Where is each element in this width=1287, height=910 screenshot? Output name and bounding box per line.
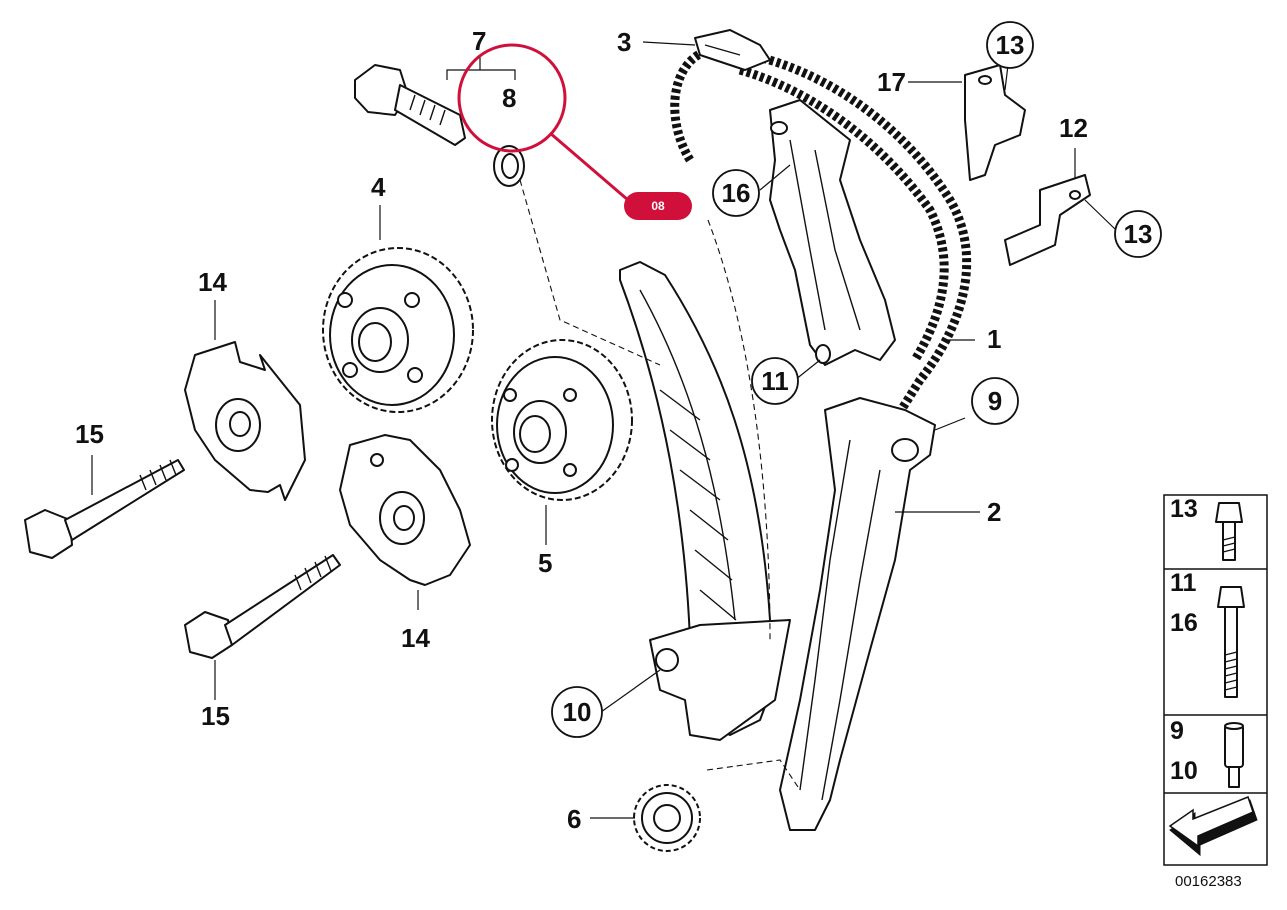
sensor-gear-upper[interactable] — [184, 341, 306, 501]
legend-panel: 13 11 16 9 10 — [1163, 494, 1268, 866]
svg-text:9: 9 — [988, 386, 1002, 416]
svg-text:11: 11 — [761, 366, 789, 396]
long-bolt-icon — [1217, 586, 1245, 698]
callout-13-upper[interactable]: 13 — [986, 21, 1034, 69]
highlight-marker[interactable]: 08 — [457, 43, 692, 220]
guide-rail-upper[interactable] — [694, 29, 771, 71]
highlight-circle — [457, 43, 567, 153]
legend-row3-label-a: 9 — [1170, 717, 1184, 745]
chain-guide-middle[interactable] — [769, 99, 896, 366]
callout-9[interactable]: 9 — [971, 377, 1019, 425]
timing-chain[interactable] — [670, 45, 972, 423]
highlight-leader — [549, 131, 629, 202]
callout-7[interactable]: 7 — [472, 26, 486, 56]
bracket-upper[interactable] — [964, 64, 1026, 181]
reference-number: 00162383 — [1175, 873, 1242, 890]
legend-row2-label-b: 16 — [1170, 609, 1198, 637]
callout-12[interactable]: 12 — [1059, 113, 1088, 143]
bracket-lower[interactable] — [1004, 174, 1091, 266]
callout-15-upper[interactable]: 15 — [75, 419, 104, 449]
sensor-gear-lower[interactable] — [339, 434, 471, 586]
callout-labels: 1 2 3 4 5 6 7 8 12 14 14 15 15 17 — [75, 26, 1088, 834]
short-bolt-icon — [1215, 502, 1243, 561]
vanos-adjuster-exhaust[interactable] — [491, 339, 633, 501]
view-direction-arrow-icon — [1168, 796, 1258, 857]
legend-row3-label-b: 10 — [1170, 757, 1198, 785]
legend-row2-label-a: 11 — [1170, 569, 1197, 597]
callout-11[interactable]: 11 — [751, 357, 799, 405]
highlight-badge[interactable] — [624, 192, 692, 220]
callout-5[interactable]: 5 — [538, 548, 552, 578]
callout-16[interactable]: 16 — [712, 169, 760, 217]
central-bolt[interactable] — [354, 64, 466, 146]
callout-17[interactable]: 17 — [877, 67, 906, 97]
callout-14-lower[interactable]: 14 — [401, 623, 430, 653]
svg-text:16: 16 — [722, 178, 751, 208]
pin-icon — [1224, 722, 1244, 788]
callout-15-lower[interactable]: 15 — [201, 701, 230, 731]
callout-1[interactable]: 1 — [987, 324, 1001, 354]
callout-4[interactable]: 4 — [371, 172, 386, 202]
svg-text:13: 13 — [1124, 219, 1153, 249]
callout-8[interactable]: 8 — [502, 83, 516, 113]
svg-text:10: 10 — [563, 697, 592, 727]
callout-10[interactable]: 10 — [551, 686, 603, 738]
washer[interactable] — [493, 145, 525, 187]
callout-14-upper[interactable]: 14 — [198, 267, 227, 297]
callout-circles: 13 13 16 11 9 10 — [551, 21, 1162, 738]
legend-row1-label: 13 — [1170, 495, 1198, 523]
vanos-adjuster-intake[interactable] — [322, 247, 474, 413]
bolt-lower[interactable] — [184, 554, 341, 659]
bolt-upper[interactable] — [24, 459, 185, 559]
callout-3[interactable]: 3 — [617, 27, 631, 57]
svg-text:13: 13 — [996, 30, 1025, 60]
crankshaft-sprocket[interactable] — [633, 784, 701, 852]
callout-6[interactable]: 6 — [567, 804, 581, 834]
highlight-badge-text: 08 — [651, 199, 665, 213]
tensioner-rail[interactable] — [619, 261, 791, 741]
callout-13-lower[interactable]: 13 — [1114, 210, 1162, 258]
callout-2[interactable]: 2 — [987, 497, 1001, 527]
chain-guide-lower[interactable] — [779, 397, 936, 831]
